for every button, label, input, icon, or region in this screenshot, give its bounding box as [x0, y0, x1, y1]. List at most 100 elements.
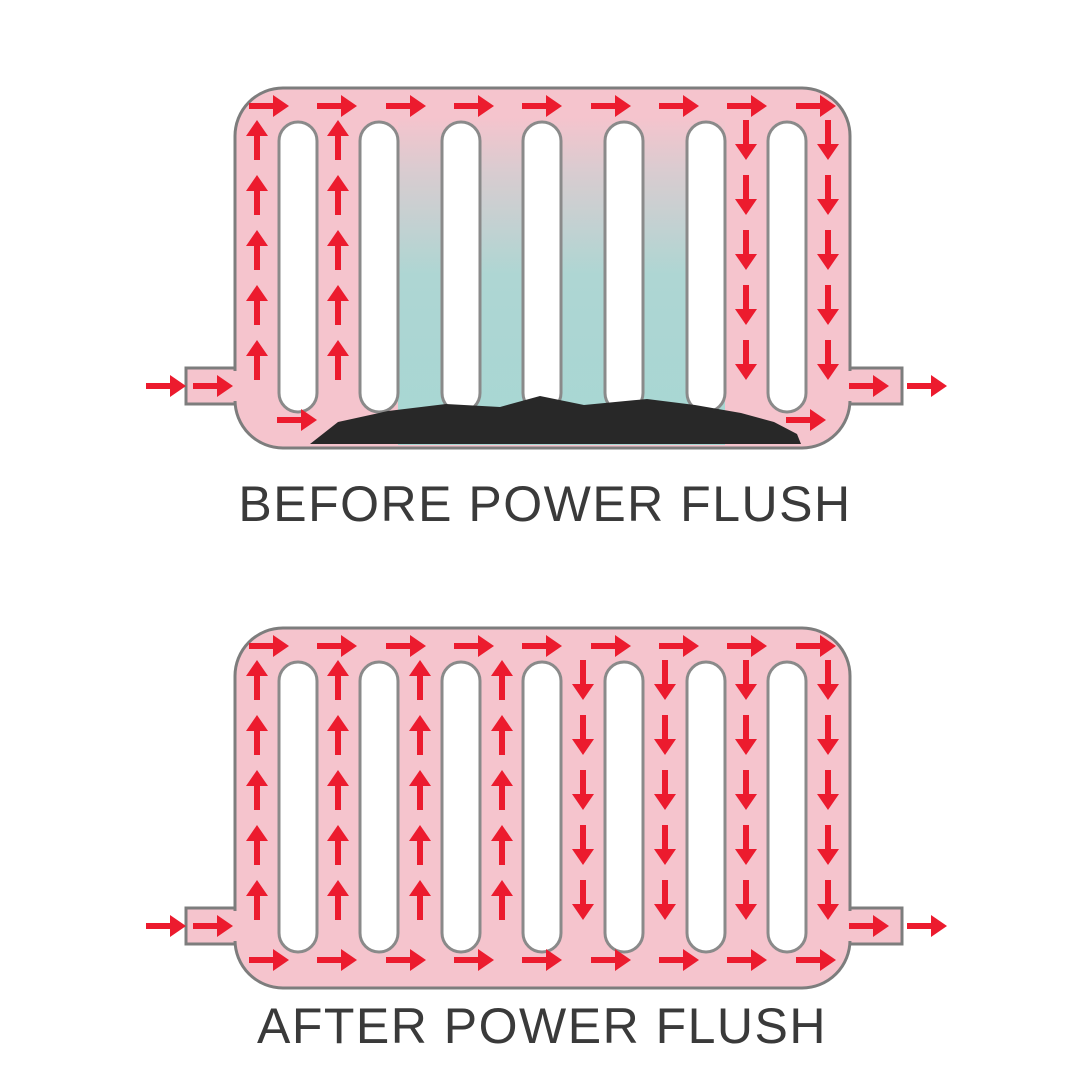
flow-arrow-up-icon — [246, 120, 268, 160]
flow-arrow-right-icon — [522, 949, 562, 971]
radiator-slot — [766, 660, 808, 954]
flow-arrow-down-icon — [654, 770, 676, 810]
flow-arrow-down-icon — [735, 340, 757, 380]
flow-arrow-down-icon — [817, 285, 839, 325]
flow-arrow-down-icon — [572, 880, 594, 920]
radiator-slot — [521, 120, 563, 414]
radiator-slot — [766, 120, 808, 414]
flow-arrow-up-icon — [409, 880, 431, 920]
flow-arrow-up-icon — [327, 120, 349, 160]
flow-arrow-right-icon — [907, 375, 947, 397]
flow-arrow-right-icon — [659, 635, 699, 657]
flow-arrow-up-icon — [409, 715, 431, 755]
flow-arrow-up-icon — [327, 770, 349, 810]
flow-arrow-down-icon — [735, 715, 757, 755]
flow-arrow-down-icon — [735, 880, 757, 920]
flow-arrow-right-icon — [727, 635, 767, 657]
flow-arrow-right-icon — [907, 915, 947, 937]
flow-arrow-right-icon — [796, 95, 836, 117]
flow-arrow-right-icon — [386, 949, 426, 971]
flow-arrow-down-icon — [817, 175, 839, 215]
flow-arrow-right-icon — [249, 95, 289, 117]
flow-arrow-up-icon — [491, 660, 513, 700]
flow-arrow-up-icon — [327, 285, 349, 325]
flow-arrow-down-icon — [654, 660, 676, 700]
sludge-deposit — [310, 396, 801, 444]
radiator-slot — [603, 660, 645, 954]
flow-arrow-right-icon — [849, 375, 889, 397]
flow-arrow-up-icon — [491, 825, 513, 865]
flow-arrow-up-icon — [246, 175, 268, 215]
radiator-slot — [277, 120, 319, 414]
flow-arrow-right-icon — [146, 375, 186, 397]
flow-arrow-up-icon — [409, 770, 431, 810]
radiator-slot — [440, 660, 482, 954]
flow-arrow-down-icon — [817, 660, 839, 700]
flow-arrow-down-icon — [654, 880, 676, 920]
flow-arrow-down-icon — [572, 715, 594, 755]
flow-arrow-right-icon — [727, 949, 767, 971]
radiator-slot — [440, 120, 482, 414]
flow-arrow-right-icon — [796, 949, 836, 971]
flow-arrow-right-icon — [454, 95, 494, 117]
flow-arrow-right-icon — [591, 95, 631, 117]
flow-arrow-down-icon — [817, 880, 839, 920]
flow-arrow-down-icon — [817, 340, 839, 380]
flow-arrow-right-icon — [849, 915, 889, 937]
flow-arrow-right-icon — [454, 635, 494, 657]
flow-arrow-up-icon — [246, 825, 268, 865]
before-label: BEFORE POWER FLUSH — [238, 476, 851, 532]
flow-arrow-up-icon — [327, 825, 349, 865]
flow-arrow-down-icon — [735, 230, 757, 270]
flow-arrow-up-icon — [246, 340, 268, 380]
radiator-before — [146, 86, 947, 450]
outlet-joint — [841, 911, 854, 941]
flow-arrow-right-icon — [522, 635, 562, 657]
flow-arrow-right-icon — [317, 949, 357, 971]
flow-arrow-up-icon — [246, 285, 268, 325]
flow-arrow-right-icon — [146, 915, 186, 937]
flow-arrow-up-icon — [246, 230, 268, 270]
flow-arrow-right-icon — [386, 95, 426, 117]
flow-arrow-up-icon — [246, 770, 268, 810]
radiator-slot — [603, 120, 645, 414]
flow-arrow-down-icon — [572, 770, 594, 810]
radiator-slot — [277, 660, 319, 954]
flow-arrow-right-icon — [193, 915, 233, 937]
flow-arrow-down-icon — [735, 660, 757, 700]
radiator-slot — [685, 120, 727, 414]
radiator-after — [146, 626, 947, 990]
flow-arrow-right-icon — [659, 949, 699, 971]
flow-arrow-up-icon — [246, 880, 268, 920]
flow-arrow-down-icon — [735, 825, 757, 865]
flow-arrow-down-icon — [654, 825, 676, 865]
inlet-joint — [230, 371, 243, 401]
radiator-slot — [358, 120, 400, 414]
flow-arrow-right-icon — [591, 949, 631, 971]
radiator-slot — [358, 660, 400, 954]
radiator-slot — [521, 660, 563, 954]
flow-arrow-right-icon — [249, 635, 289, 657]
flow-arrow-right-icon — [454, 949, 494, 971]
flow-arrow-down-icon — [817, 825, 839, 865]
flow-arrow-right-icon — [317, 635, 357, 657]
flow-arrow-down-icon — [735, 770, 757, 810]
flow-arrow-down-icon — [735, 175, 757, 215]
flow-arrow-right-icon — [277, 409, 317, 431]
flow-arrow-up-icon — [491, 880, 513, 920]
flow-arrow-up-icon — [246, 660, 268, 700]
after-label: AFTER POWER FLUSH — [257, 998, 827, 1054]
flow-arrow-right-icon — [727, 95, 767, 117]
flow-arrow-right-icon — [522, 95, 562, 117]
radiator-slot — [685, 660, 727, 954]
flow-arrow-up-icon — [327, 880, 349, 920]
flow-arrow-down-icon — [817, 770, 839, 810]
flow-arrow-up-icon — [327, 175, 349, 215]
flow-arrow-up-icon — [409, 660, 431, 700]
flow-arrow-up-icon — [246, 715, 268, 755]
flow-arrow-up-icon — [491, 715, 513, 755]
outlet-joint — [841, 371, 854, 401]
flow-arrow-down-icon — [735, 120, 757, 160]
